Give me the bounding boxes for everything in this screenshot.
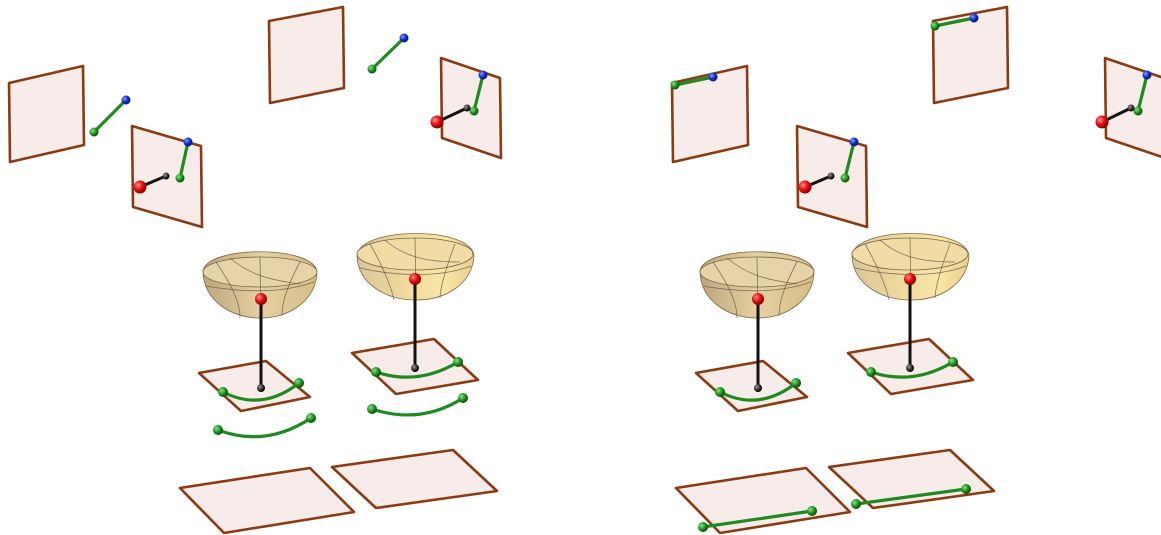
dark-point	[1127, 104, 1135, 112]
green-point	[213, 425, 223, 435]
green-point	[866, 367, 876, 377]
left-projections	[7, 5, 503, 535]
blue-point	[849, 137, 859, 147]
right-panel-2	[795, 124, 869, 229]
left-panel-floor-c	[178, 466, 356, 535]
left-arc-b	[367, 393, 468, 417]
right-panel-floor-a	[694, 359, 809, 413]
dark-point	[754, 384, 762, 392]
right-panel-floor-c	[674, 466, 852, 535]
left-bowl-a	[202, 251, 318, 319]
green-point	[698, 522, 708, 532]
red-point	[752, 293, 764, 305]
blue-point	[478, 70, 488, 80]
right-panel-4	[1095, 56, 1161, 159]
red-point	[409, 273, 421, 285]
dark-point	[411, 364, 419, 372]
right-panel-1	[670, 64, 750, 164]
right-bowl-b	[851, 233, 970, 301]
left-bowl-b	[356, 233, 475, 301]
blue-point	[969, 13, 979, 23]
green-point	[89, 127, 99, 137]
right-panel-floor-d	[827, 448, 996, 510]
green-point	[930, 21, 940, 31]
blue-point	[708, 72, 718, 82]
green-point	[306, 413, 316, 423]
red-point	[904, 273, 916, 285]
green-point	[469, 106, 479, 116]
green-point	[371, 367, 381, 377]
left-segment-1	[89, 95, 131, 137]
right-panel-3	[930, 5, 1010, 105]
left-panel-2	[130, 124, 204, 229]
blue-point	[183, 137, 193, 147]
green-point	[791, 378, 801, 388]
green-point	[175, 173, 185, 183]
right-stem-b	[904, 273, 916, 372]
green-point	[458, 393, 468, 403]
right-bowl-a	[699, 251, 815, 319]
left-arc-a	[213, 413, 316, 439]
green-point	[294, 378, 304, 388]
left-panel-3	[267, 5, 346, 105]
blue-point	[399, 33, 409, 43]
dark-point	[162, 172, 170, 180]
blue-point	[1142, 70, 1152, 80]
green-point	[840, 173, 850, 183]
right-projections	[670, 5, 1161, 535]
left-panel-floor-a	[197, 359, 312, 413]
green-point	[948, 357, 958, 367]
green-point	[851, 499, 861, 509]
green-point	[218, 387, 228, 397]
dark-point	[906, 364, 914, 372]
right-stem-a	[752, 293, 764, 392]
green-point	[1133, 106, 1143, 116]
dark-point	[463, 104, 471, 112]
blue-point	[121, 95, 131, 105]
green-point	[367, 404, 377, 414]
red-point	[798, 180, 812, 194]
red-point	[430, 115, 444, 129]
green-point	[961, 484, 971, 494]
left-panel-floor-d	[330, 448, 499, 510]
green-point	[367, 64, 377, 74]
dark-point	[257, 384, 265, 392]
left-segment-2	[367, 33, 409, 74]
left-panel-1	[7, 64, 86, 164]
dark-point	[827, 172, 835, 180]
left-panel-4	[430, 56, 503, 160]
left-stem-b	[409, 273, 421, 372]
green-point	[715, 387, 725, 397]
left-stem-a	[255, 293, 267, 392]
red-point	[1095, 115, 1109, 129]
red-point	[255, 293, 267, 305]
green-point	[807, 506, 817, 516]
red-point	[133, 180, 147, 194]
green-point	[670, 80, 680, 90]
green-point	[453, 357, 463, 367]
